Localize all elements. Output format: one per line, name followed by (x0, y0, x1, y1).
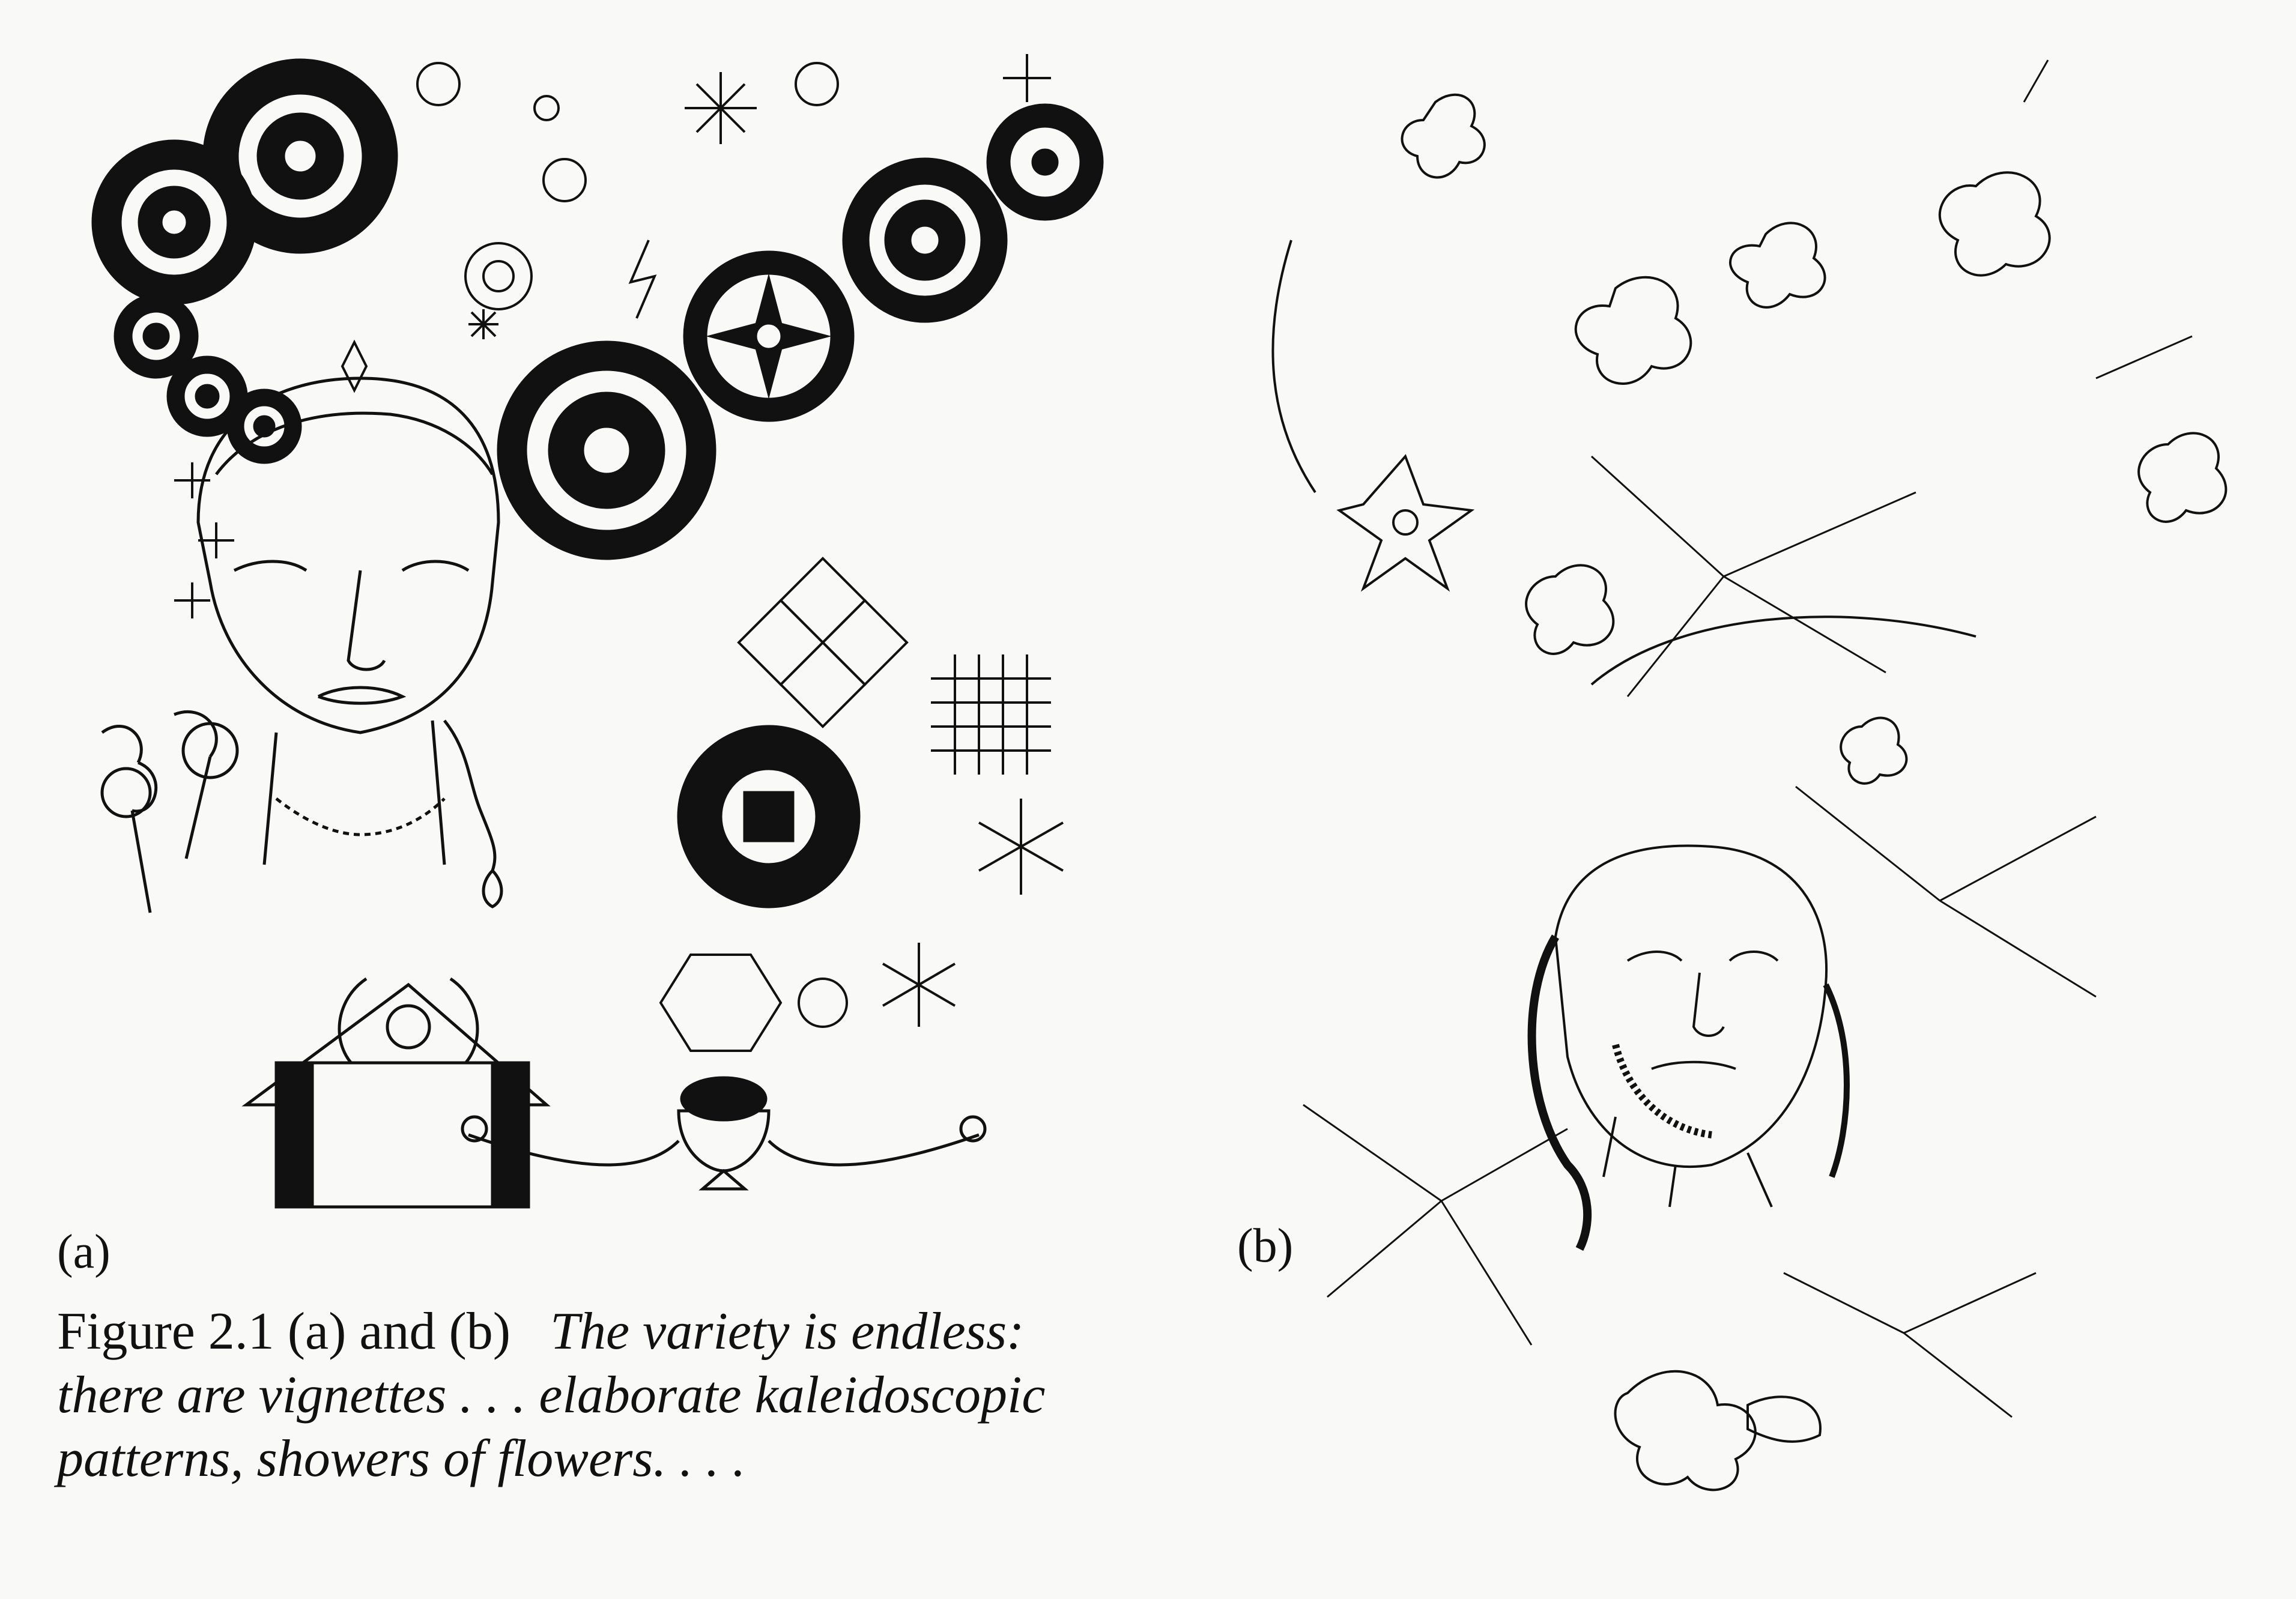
panel-label-b: (b) (1237, 1220, 1294, 1272)
flower-bunch (1614, 1370, 1822, 1492)
snowflake-patterns (659, 799, 1064, 1052)
flower-shower (1336, 93, 2228, 785)
mandala-pattern (677, 725, 861, 908)
illustration-a-drawing (91, 54, 1104, 1209)
sweep-arc (1590, 615, 1976, 686)
kaleidoscope-disc (91, 139, 257, 305)
caption-text: The variety is endless: there are vignet… (57, 1302, 1046, 1488)
face-b (1527, 844, 1850, 1251)
sweep-arc (1271, 240, 1316, 494)
light-bursts (1303, 59, 2193, 1418)
kaleidoscope-disc (166, 355, 248, 437)
figure-caption: Figure 2.1 (a) and (b) The variety is en… (57, 1300, 1138, 1491)
panel-label-a: (a) (57, 1226, 111, 1278)
kaleidoscope-rosette (986, 103, 1104, 221)
face-a (196, 376, 503, 908)
flower-sprig (100, 710, 239, 913)
illustration-b-drawing (1271, 59, 2228, 1492)
prism-structure (241, 977, 551, 1209)
illustration-b-flower-shower (1255, 36, 2276, 1501)
lattice-pattern (737, 557, 1051, 775)
urn-scale (461, 1076, 987, 1191)
kaleidoscope-rosette (842, 157, 1008, 323)
kaleidoscope-disc (114, 294, 199, 379)
kaleidoscope-rosette (497, 340, 716, 560)
scattered-symbols (174, 54, 1051, 618)
figure-number: Figure 2.1 (a) and (b) (57, 1302, 511, 1361)
illustration-a-vignettes (78, 42, 1135, 1231)
kaleidoscope-rosette (683, 250, 855, 422)
